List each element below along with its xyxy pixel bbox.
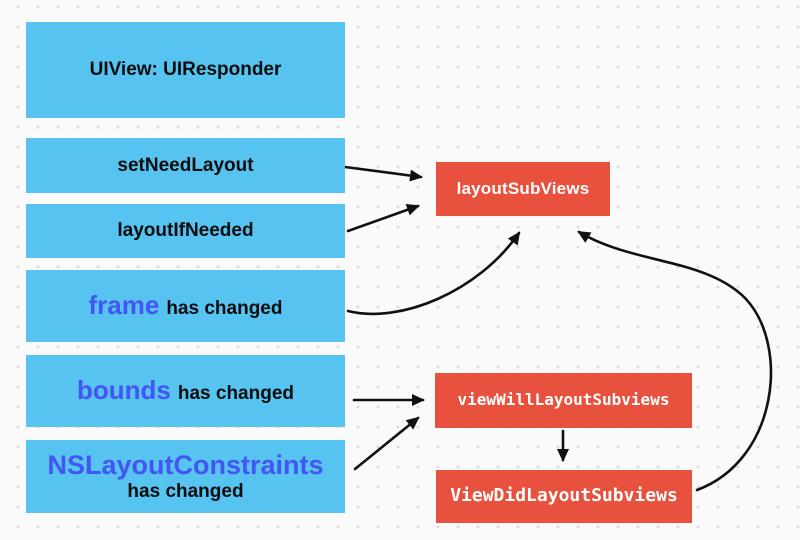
node-bounds-has-changed: bounds has changed <box>26 355 345 427</box>
nslayoutconstraints-keyword: NSLayoutConstraints <box>47 450 324 481</box>
frame-suffix: has changed <box>166 298 283 320</box>
node-viewdidlayoutsubviews-label: ViewDidLayoutSubviews <box>450 485 678 507</box>
node-nslayoutconstraints-has-changed: NSLayoutConstraints has changed <box>26 440 345 513</box>
frame-keyword: frame <box>88 290 160 321</box>
node-uiview-uiresponder: UIView: UIResponder <box>26 22 345 118</box>
node-layoutifneeded: layoutIfNeeded <box>26 204 345 258</box>
arrow-frame-changed-to-layoutsubviews <box>346 231 521 316</box>
node-bounds-has-changed-text: bounds has changed <box>76 375 295 406</box>
arrow-setneedlayout-to-layoutsubviews <box>343 165 423 182</box>
node-layoutifneeded-label: layoutIfNeeded <box>117 220 254 242</box>
nslayoutconstraints-suffix: has changed <box>127 481 244 503</box>
node-frame-has-changed: frame has changed <box>26 270 345 342</box>
node-setneedlayout: setNeedLayout <box>26 138 345 193</box>
node-layoutsubviews-label: layoutSubViews <box>456 179 590 199</box>
node-viewwilllayoutsubviews: viewWillLayoutSubviews <box>435 373 692 428</box>
arrow-constraints-changed-to-viewwilllayout <box>353 416 420 471</box>
arrow-layoutifneeded-to-layoutsubviews <box>346 204 420 233</box>
node-layoutsubviews: layoutSubViews <box>436 162 610 216</box>
node-viewwilllayoutsubviews-label: viewWillLayoutSubviews <box>457 390 670 410</box>
node-frame-has-changed-text: frame has changed <box>88 290 283 321</box>
node-uiview-uiresponder-label: UIView: UIResponder <box>89 59 282 81</box>
bounds-keyword: bounds <box>76 375 171 406</box>
node-viewdidlayoutsubviews: ViewDidLayoutSubviews <box>436 470 692 523</box>
bounds-suffix: has changed <box>177 383 295 405</box>
arrow-viewdidlayout-to-layoutsubviews <box>577 230 773 492</box>
node-setneedlayout-label: setNeedLayout <box>117 154 254 176</box>
